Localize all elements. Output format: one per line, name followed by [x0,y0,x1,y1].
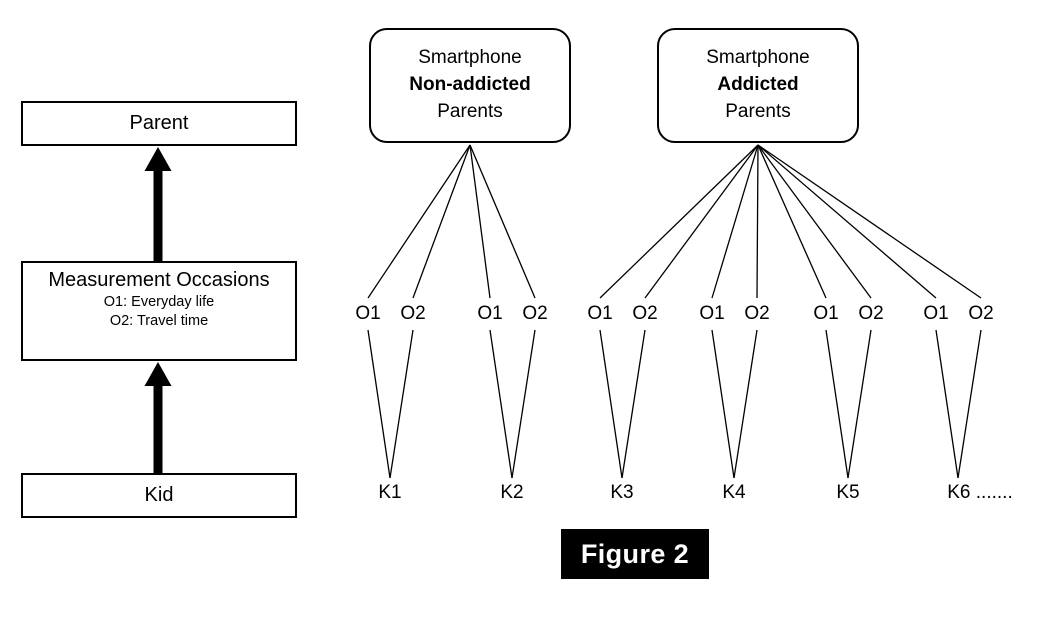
kid-box-label: Kid [144,484,174,507]
edge-group-to-occasion [599,144,759,299]
edge-group-to-occasion [757,144,982,299]
occasion-label: O1 [355,303,381,324]
group-non-addicted-line1: Smartphone [418,47,522,69]
group-addicted-line3: Parents [725,100,791,122]
edge-occasion-to-kid [733,329,758,479]
measurement-box-line-o2: O2: Travel time [109,312,209,329]
edge-occasion-to-kid [389,329,414,479]
occasion-label: O2 [744,303,770,324]
measurement-box-line-o1: O1: Everyday life [103,294,215,311]
arrow-measurement-to-parent-shaft [153,169,163,261]
edge-group-to-occasion [757,144,827,299]
edge-group-to-occasion [469,144,536,299]
edge-group-to-occasion [757,144,937,299]
group-box-non-addicted: Smartphone Non-addicted Parents [369,28,571,143]
kid-label: K6 ....... [947,482,1013,503]
edge-occasion-to-kid [825,329,849,479]
edge-group-to-occasion [711,144,759,299]
edge-group-to-occasion [469,144,491,299]
arrow-kid-to-measurement-shaft [153,384,163,473]
group-non-addicted-line2: Non-addicted [409,74,531,96]
occasion-label: O2 [522,303,548,324]
edge-occasion-to-kid [957,329,982,479]
kid-label: K3 [610,482,634,503]
edge-occasion-to-kid [935,329,959,479]
edge-occasion-to-kid [367,329,391,479]
parent-box: Parent [21,101,297,146]
kid-box: Kid [21,473,297,518]
kid-label: K5 [836,482,860,503]
figure-caption: Figure 2 [561,529,709,579]
kid-label: K2 [500,482,524,503]
occasion-label: O1 [477,303,503,324]
arrow-measurement-to-parent-head [144,147,172,171]
edge-group-to-occasion [367,144,471,299]
group-box-addicted: Smartphone Addicted Parents [657,28,859,143]
edge-group-to-occasion [757,144,872,299]
edge-occasion-to-kid [621,329,646,479]
edge-occasion-to-kid [511,329,536,479]
occasion-label: O1 [923,303,949,324]
edge-group-to-occasion [756,144,759,299]
group-addicted-line2: Addicted [717,74,799,96]
edge-occasion-to-kid [489,329,513,479]
occasion-label: O1 [699,303,725,324]
occasion-label: O2 [858,303,884,324]
edge-occasion-to-kid [847,329,872,479]
arrow-kid-to-measurement-head [144,362,172,386]
occasion-label: O2 [632,303,658,324]
occasion-label: O2 [968,303,994,324]
edge-occasion-to-kid [711,329,735,479]
occasion-label: O1 [813,303,839,324]
group-addicted-line1: Smartphone [706,47,810,69]
kid-label: K4 [722,482,746,503]
group-non-addicted-line3: Parents [437,100,503,122]
measurement-box-title: Measurement Occasions [48,269,270,291]
edge-group-to-occasion [644,144,759,299]
edge-group-to-occasion [412,144,471,299]
occasion-label: O1 [587,303,613,324]
edge-occasion-to-kid [599,329,623,479]
occasion-label: O2 [400,303,426,324]
measurement-occasions-box: Measurement Occasions O1: Everyday life … [21,261,297,361]
kid-label: K1 [378,482,402,503]
parent-box-label: Parent [129,112,189,135]
figure-caption-text: Figure 2 [580,538,690,569]
